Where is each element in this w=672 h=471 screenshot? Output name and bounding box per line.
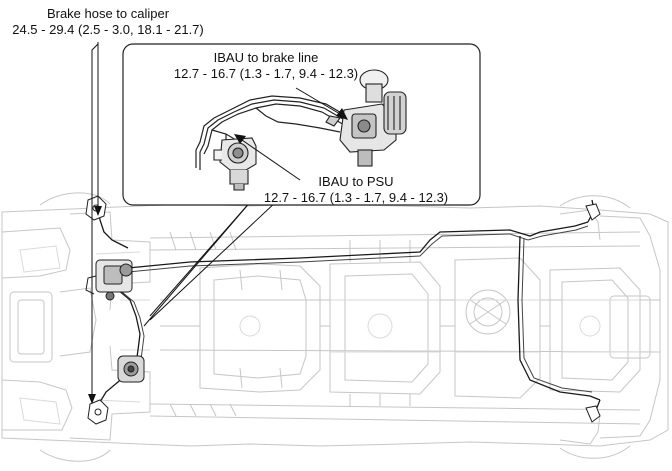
leader-arrows [88,206,102,404]
balloon-arrows [234,87,348,181]
ibau-module-on-chassis [85,259,133,301]
ibau-psu-title: IBAU to PSU [318,174,394,189]
psu-on-chassis [117,355,145,383]
brake-hose-torque-spec: 24.5 - 29.4 (2.5 - 3.0, 18.1 - 21.7) [12,22,204,37]
brake-hose-title: Brake hose to caliper [46,6,170,21]
ibau-brake-line-torque-spec: 12.7 - 16.7 (1.3 - 1.7, 9.4 - 12.3) [173,66,359,81]
balloon-brake-tubes [195,95,351,170]
balloon-ibau-unit [325,69,407,167]
ibau-psu-label: IBAU to PSU 12.7 - 16.7 (1.3 - 1.7, 9.4 … [250,174,462,206]
brake-lines [97,199,601,417]
rear-right-hose-upper [585,203,601,221]
ibau-brake-line-title: IBAU to brake line [213,50,319,65]
brake-hose-label: Brake hose to caliper 24.5 - 29.4 (2.5 -… [0,6,216,38]
ibau-brake-line-label: IBAU to brake line 12.7 - 16.7 (1.3 - 1.… [160,50,372,82]
chassis-detail [19,245,640,425]
ibau-psu-torque-spec: 12.7 - 16.7 (1.3 - 1.7, 9.4 - 12.3) [263,190,449,205]
balloon-psu-unit [213,137,257,191]
front-left-caliper-lower [87,399,109,425]
callout-leaders [91,42,279,400]
rear-right-hose-lower [585,405,601,423]
